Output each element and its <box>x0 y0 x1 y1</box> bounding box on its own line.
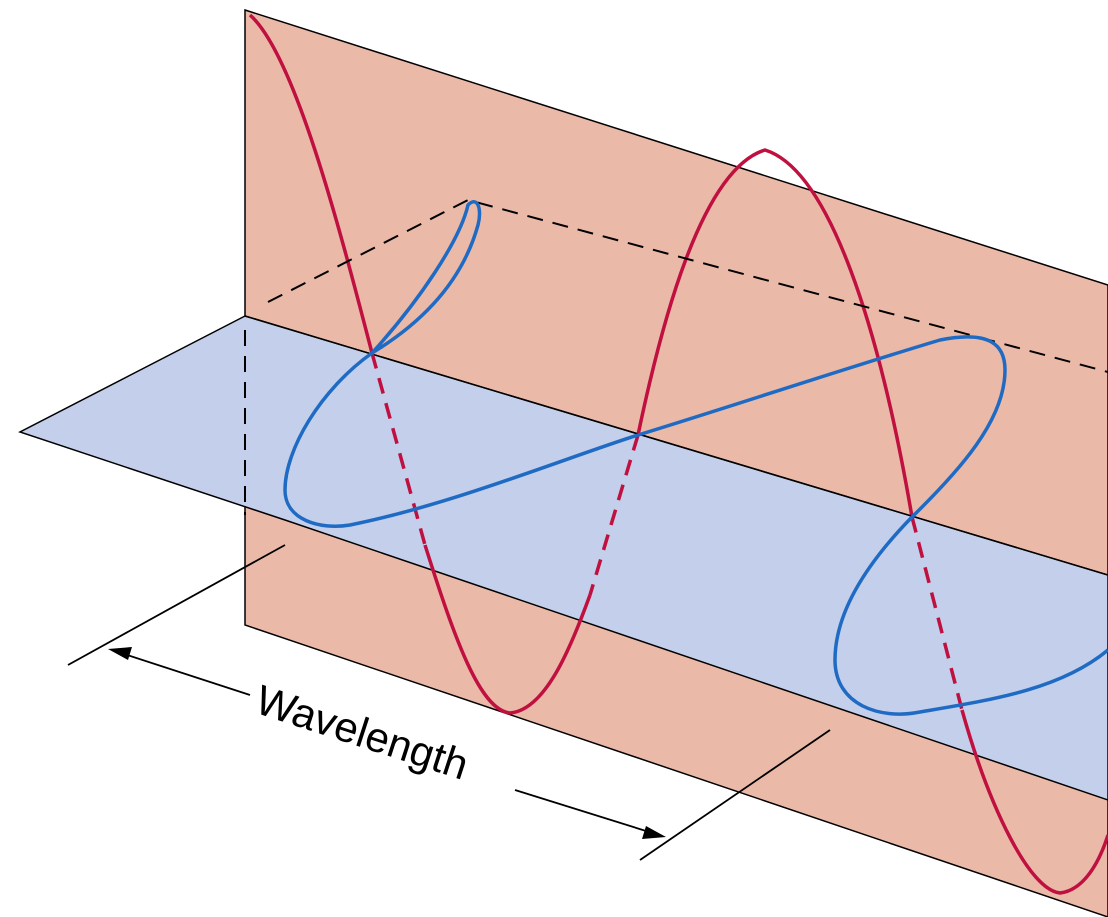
vertical-wave-hidden-3 <box>910 516 964 711</box>
horizontal-wave-upper-loop <box>370 200 482 355</box>
vertical-wave-lower-2 <box>960 709 1108 895</box>
arrowhead-left <box>108 647 132 660</box>
vertical-wave-lower-1 <box>423 544 592 715</box>
vertical-wave-hidden-1 <box>370 352 427 546</box>
dimension-line-left <box>111 649 251 696</box>
horizontal-wave-main <box>283 335 1108 716</box>
dimension-line-right <box>514 789 663 837</box>
extension-line-right <box>639 729 831 861</box>
vertical-wave-hidden-2 <box>588 434 640 596</box>
plane-intersection-line <box>244 315 1108 576</box>
extension-line-left <box>67 544 286 666</box>
arrowhead-right <box>642 826 666 839</box>
wavelength-label: Wavelength <box>250 676 474 789</box>
vertical-wave-upper-1 <box>248 13 374 354</box>
